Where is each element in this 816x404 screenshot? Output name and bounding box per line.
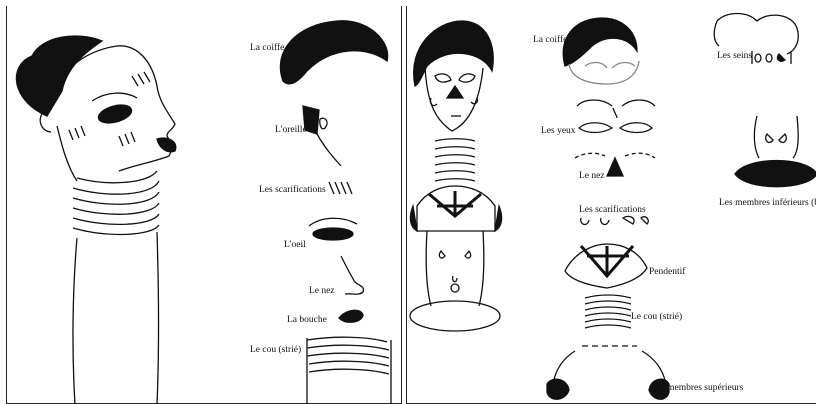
detail-ear — [303, 106, 341, 166]
label-nez: Le nez — [309, 287, 335, 297]
label-membres-superieurs: Les membres supérieurs — [651, 384, 743, 394]
label-pendentif: Pendentif — [649, 268, 685, 278]
eye-shape — [97, 102, 134, 126]
statue-navel — [451, 284, 459, 292]
statue-cheek-marks — [430, 98, 477, 106]
label-scarifications: Les scarifications — [259, 186, 326, 196]
label-scarifications-r: Les scarifications — [579, 206, 646, 216]
headdress-shape — [16, 36, 102, 116]
frontal-statue-figure — [410, 21, 502, 331]
statue-base — [410, 301, 500, 331]
detail-nose — [341, 256, 363, 294]
detail-neck-rings-r — [585, 295, 631, 328]
label-nombril: Nombrile — [760, 161, 791, 169]
label-membres-inferieurs: Les membres inférieurs (base) — [719, 199, 816, 209]
detail-cheek-marks — [581, 216, 649, 224]
label-coiffe-r: La coiffe — [533, 36, 567, 46]
left-illustration — [7, 6, 402, 404]
detail-neck-rings — [307, 337, 391, 404]
detail-headdress — [280, 21, 387, 84]
detail-scarifications — [329, 182, 352, 194]
right-panel: La coiffe Les seins Les yeux Nombrile Le… — [406, 6, 816, 404]
profile-head-figure — [16, 36, 175, 404]
detail-headdress-r — [563, 18, 639, 84]
detail-mouth — [339, 310, 363, 322]
detail-lower-base — [735, 116, 816, 187]
neck-back-line — [57, 126, 77, 181]
statue-eyes — [435, 74, 475, 82]
label-cou: Le cou (strié) — [250, 346, 301, 356]
label-coiffe: La coiffe — [250, 44, 284, 54]
statue-chest-marks — [439, 251, 470, 282]
label-oeil: L'oeil — [284, 241, 306, 251]
statue-pendant — [429, 191, 481, 216]
detail-eye — [309, 218, 357, 240]
label-cou-r: Le cou (strié) — [631, 313, 682, 323]
statue-neck-rings — [435, 139, 475, 181]
statue-nose — [447, 86, 463, 98]
label-nez-r: Le nez — [579, 172, 605, 182]
mouth-shape — [157, 138, 176, 152]
label-oreille: L'oreille — [275, 126, 307, 136]
statue-arm-left — [410, 206, 417, 231]
left-panel: La coiffe L'oreille Les scarifications L… — [6, 6, 402, 404]
statue-torso — [426, 231, 484, 306]
detail-eyes — [577, 100, 655, 133]
neck-rings — [73, 171, 159, 234]
scar-marks-jaw — [69, 126, 135, 146]
statue-arm-right — [495, 206, 502, 231]
label-bouche: La bouche — [287, 316, 327, 326]
eyebrow-line — [92, 93, 137, 101]
detail-pendant — [565, 244, 647, 288]
label-seins: Les seins — [717, 52, 752, 62]
label-yeux: Les yeux — [541, 127, 576, 137]
scar-marks-cheek — [132, 72, 150, 86]
torso-outline — [73, 232, 159, 404]
